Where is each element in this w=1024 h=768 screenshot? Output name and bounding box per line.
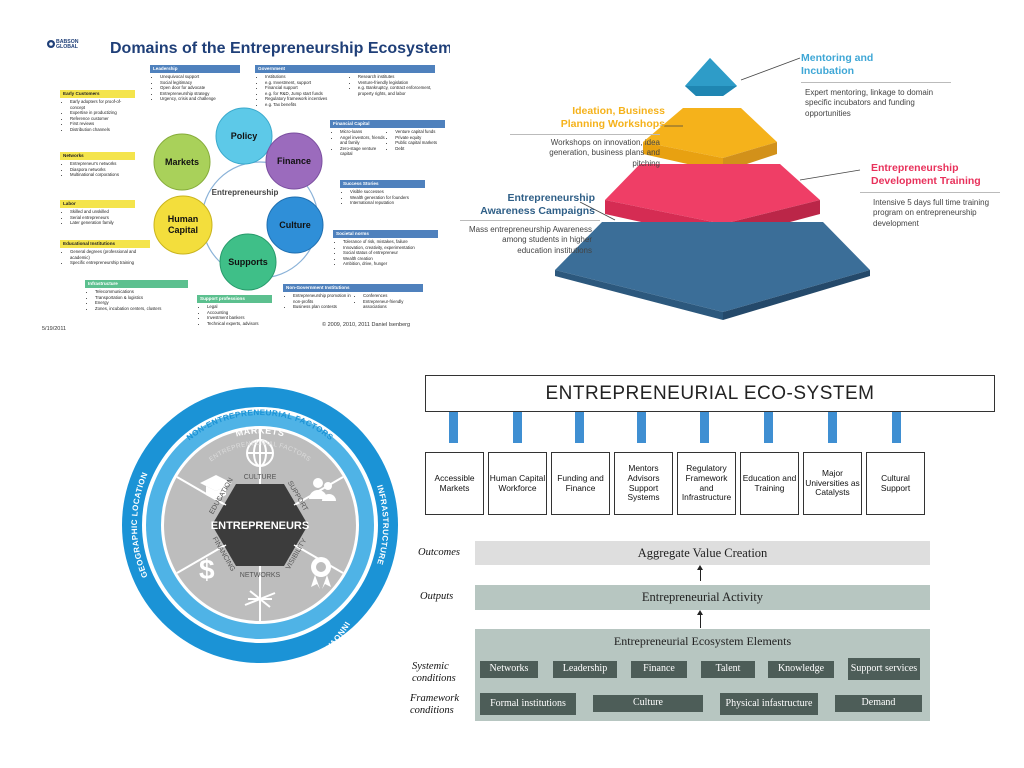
systemic-label: Systemic conditions [412, 661, 456, 684]
eco-system-panel: ENTREPRENEURIAL ECO-SYSTEM Accessible Ma… [400, 365, 1024, 768]
circle-markets [153, 133, 211, 191]
box-success-stories: Success Stories Visible successesWealth … [340, 180, 425, 206]
factor-networks: NETWORKS [240, 572, 281, 579]
pillar-box: Human Capital Workforce [488, 452, 547, 515]
center-label: ENTREPRENEURS [211, 520, 309, 532]
globe-icon [246, 439, 274, 467]
circle-policy [215, 107, 273, 165]
pyramid-level-2 [643, 108, 777, 158]
outputs-box: Entrepreneurial Activity [475, 585, 930, 610]
outcomes-label: Outcomes [418, 547, 460, 558]
svg-text:MARKETS: MARKETS [234, 425, 285, 438]
ecosystem-wheel: $ NON-ENTREPRENEURIAL FACTORS ENTREPRENE… [122, 387, 398, 697]
pillar-box: Cultural Support [866, 452, 925, 515]
babson-logo-text: BABSON GLOBAL [56, 39, 79, 51]
circle-label-supports: Supports [228, 257, 268, 267]
pillar-box: Education and Training [740, 452, 799, 515]
dollar-icon: $ [199, 554, 215, 585]
framework-demand: Demand [835, 695, 922, 712]
level-3-desc: Intensive 5 days full time training prog… [873, 198, 990, 228]
svg-text:GOVERNMENT & REGULATIONS: GOVERNMENT & REGULATIONS [195, 670, 325, 697]
framework-formal-institutions: Formal institutions [480, 693, 576, 715]
domains-panel: BABSON GLOBAL Domains of the Entrepreneu… [40, 30, 450, 350]
level-3-title: Entrepreneurship Development Training [871, 162, 981, 187]
systemic-knowledge: Knowledge [768, 661, 834, 678]
svg-text:$: $ [199, 554, 215, 585]
box-networks: Networks Entrepreneur's networksDiaspora… [60, 152, 135, 178]
segment-government: GOVERNMENT & REGULATIONS [195, 670, 325, 697]
circle-label-markets: Markets [164, 157, 200, 167]
box-support-professions: Support professions LegalAccountingInves… [197, 295, 272, 326]
level-1-desc: Expert mentoring, linkage to domain spec… [805, 88, 934, 118]
pyramid-level-4 [555, 222, 870, 312]
wheel-panel: $ NON-ENTREPRENEURIAL FACTORS ENTREPRENE… [120, 365, 400, 765]
pyramid-level-3 [605, 164, 820, 224]
factor-culture: CULTURE [244, 474, 277, 481]
circle-supports [219, 233, 277, 291]
copyright: © 2009, 2010, 2011 Daniel Isenberg [322, 322, 411, 328]
venn-diagram [40, 30, 450, 350]
circle-label-finance: Finance [276, 156, 311, 166]
babson-logo [46, 39, 68, 55]
level-2-desc: Workshops on innovation, idea generation… [549, 138, 660, 168]
circle-culture [266, 196, 324, 254]
pillar-box: Major Universities as Catalysts [803, 452, 862, 515]
box-government: Government Institutionse.g. Investment, … [255, 65, 435, 107]
box-societal-norms: Societal norms Tolerance of risk, mistak… [333, 230, 438, 267]
slide-date: 5/19/2011 [42, 326, 67, 332]
systemic-support-services: Support services [848, 658, 920, 680]
pillar-box: Mentors Advisors Support Systems [614, 452, 673, 515]
outcomes-box: Aggregate Value Creation [475, 541, 930, 565]
box-non-government: Non-Government Institutions Entrepreneur… [283, 284, 423, 310]
circle-label-policy: Policy [230, 131, 258, 141]
circle-label-culture: Culture [279, 220, 311, 230]
up-arrow [700, 567, 701, 581]
up-arrow [700, 612, 701, 628]
systemic-talent: Talent [701, 661, 755, 678]
framework-physical-infrastructure: Physical infastructure [720, 693, 818, 715]
circle-finance [265, 132, 323, 190]
level-1-title: Mentoring and Incubation [801, 52, 874, 77]
domains-title: Domains of the Entrepreneurship Ecosyste… [110, 40, 450, 57]
pillar-box: Accessible Markets [425, 452, 484, 515]
pillar-box: Regulatory Framework and Infrastructure [677, 452, 736, 515]
outputs-label: Outputs [420, 591, 454, 602]
people-icon [309, 478, 336, 501]
systemic-leadership: Leadership [553, 661, 617, 678]
venn-center-label: Entrepreneurship [211, 188, 279, 197]
graduation-cap-icon [200, 475, 232, 498]
box-leadership: Leadership Unequivocal supportSocial leg… [150, 65, 240, 102]
box-financial-capital: Financial Capital Micro-loansAngel inves… [330, 120, 445, 157]
box-early-customers: Early Customers Early adopters for proof… [60, 90, 135, 132]
center-hexagon [212, 484, 308, 566]
pyramid-graphic [555, 57, 870, 320]
level-4-title: Entrepreneurship Awareness Campaigns [480, 192, 595, 217]
segment-markets: MARKETS [234, 425, 285, 438]
eco-system-title: ENTREPRENEURIAL ECO-SYSTEM [425, 375, 995, 412]
pillar-box: Funding and Finance [551, 452, 610, 515]
ribbon-icon [311, 557, 331, 589]
framework-label: Framework conditions [410, 693, 459, 716]
circle-human-capital [153, 195, 213, 255]
elements-title: Entrepreneurial Ecosystem Elements [613, 634, 792, 648]
box-educational-institutions: Educational Institutions General degrees… [60, 240, 150, 266]
pyramid-panel: Mentoring and Incubation Expert mentorin… [455, 30, 1015, 330]
circle-label-human-capital: Human Capital [167, 214, 199, 235]
network-tree-icon [244, 587, 276, 611]
level-4-desc: Mass entrepreneurship Awareness among st… [468, 225, 592, 255]
box-labor: Labor Skilled and unskilledSerial entrep… [60, 200, 135, 226]
framework-culture: Culture [593, 695, 703, 712]
level-2-title: Ideation, Business Planning Workshops [560, 105, 665, 130]
box-infrastructure: Infrastructure TelecommunicationsTranspo… [85, 280, 188, 311]
systemic-finance: Finance [631, 661, 687, 678]
systemic-networks: Networks [480, 661, 538, 678]
factor-arrows [218, 477, 302, 573]
